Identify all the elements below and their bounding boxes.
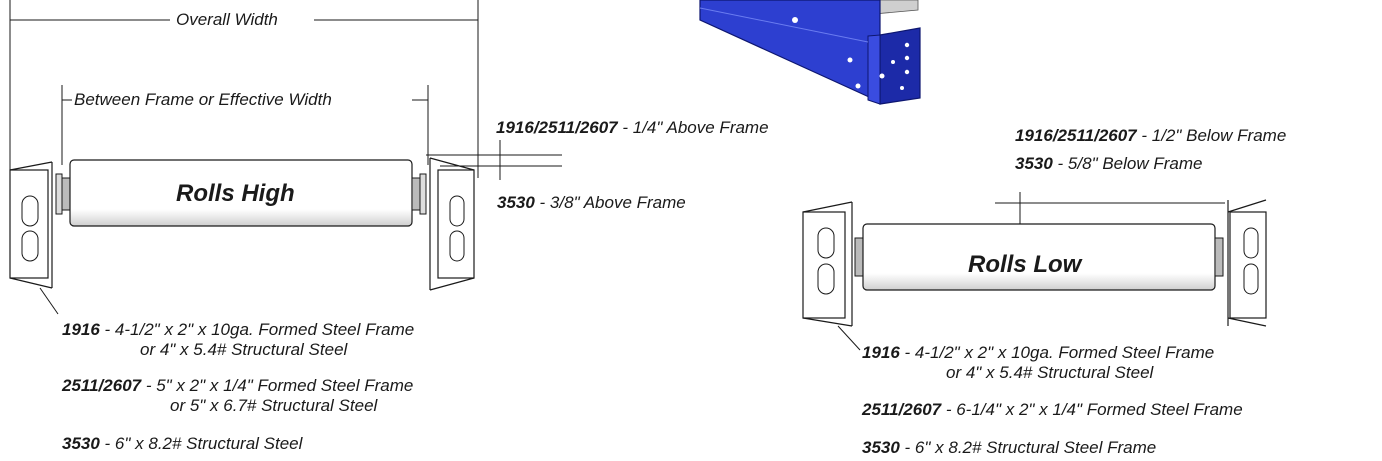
rolls-high-assembly (9, 157, 475, 315)
rolls-low-frame-2511: 2511/2607 - 6-1/4" x 2" x 1/4" Formed St… (862, 400, 1243, 419)
rolls-low-frame-1916-alt: or 4" x 5.4# Structural Steel (946, 363, 1154, 382)
rolls-low-note-2: 3530 - 5/8" Below Frame (1015, 154, 1203, 173)
rolls-high-frame-2511-alt: or 5" x 6.7# Structural Steel (170, 396, 378, 415)
rolls-high-frame-3530: 3530 - 6" x 8.2# Structural Steel (62, 434, 303, 453)
rolls-high-title: Rolls High (176, 180, 295, 207)
rolls-high-frame-2511: 2511/2607 - 5" x 2" x 1/4" Formed Steel … (62, 376, 414, 395)
rolls-high-note-1: 1916/2511/2607 - 1/4" Above Frame (496, 118, 769, 137)
rolls-high-frame-1916: 1916 - 4-1/2" x 2" x 10ga. Formed Steel … (62, 320, 415, 339)
between-frame-label: Between Frame or Effective Width (74, 90, 332, 109)
rolls-high-note-2: 3530 - 3/8" Above Frame (497, 193, 686, 212)
rolls-low-assembly (802, 192, 1267, 351)
rolls-low-title: Rolls Low (968, 251, 1082, 278)
rolls-low-frame-1916: 1916 - 4-1/2" x 2" x 10ga. Formed Steel … (862, 343, 1215, 362)
overall-width-dimension (9, 0, 479, 178)
rolls-low-note-1: 1916/2511/2607 - 1/2" Below Frame (1015, 126, 1287, 145)
conveyor-frame-illustration (699, 0, 921, 105)
overall-width-label: Overall Width (176, 10, 278, 29)
rolls-low-frame-3530: 3530 - 6" x 8.2# Structural Steel Frame (862, 438, 1157, 457)
rolls-high-frame-1916-alt: or 4" x 5.4# Structural Steel (140, 340, 348, 359)
between-frame-dimension (61, 85, 429, 165)
